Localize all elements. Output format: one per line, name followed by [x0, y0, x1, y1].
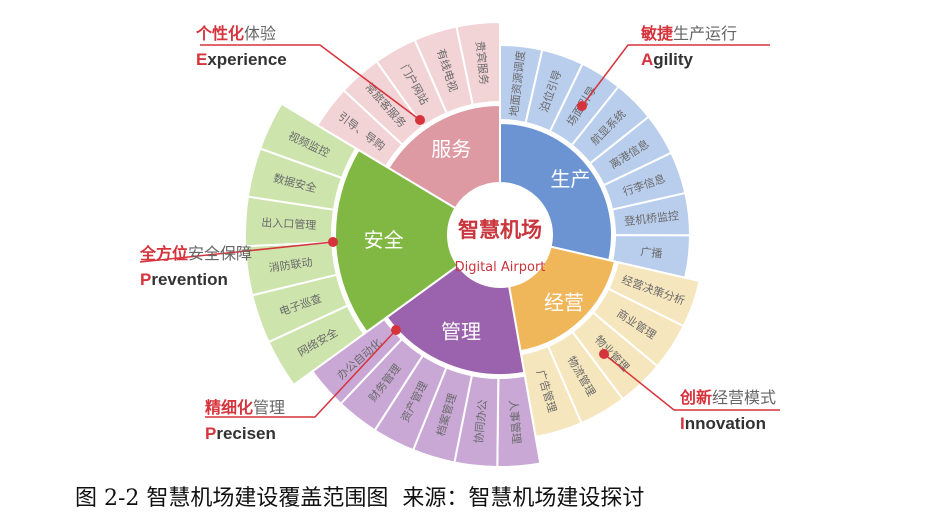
- annotation-dot: [391, 325, 401, 335]
- annotation-en-rest: recisen: [216, 424, 276, 443]
- center-title: 智慧机场: [458, 218, 542, 242]
- annotation-dot: [328, 237, 338, 247]
- annotation-en-first: P: [205, 424, 217, 443]
- center-subtitle: Digital Airport: [455, 260, 546, 275]
- annotation-cn-rest: 安全保障: [188, 244, 253, 263]
- annotation-leader-line: [205, 329, 397, 418]
- segment-item-label: 贵宾服务: [473, 40, 491, 85]
- annotation-leader-line: [139, 241, 334, 263]
- annotation-cn-highlight: 全方位: [140, 244, 189, 263]
- annotation-cn-highlight: 精细化: [205, 398, 254, 417]
- segment-item-label: 消防联动: [268, 255, 314, 275]
- annotation-leader-line: [581, 44, 770, 107]
- annotation-en-rest: revention: [151, 270, 228, 289]
- annotation-leader-line: [603, 353, 780, 411]
- segment-item-label: 协同办公: [471, 399, 490, 444]
- annotation-en-rest: nnovation: [684, 414, 766, 433]
- segment-item-label: 登机桥监控: [623, 208, 679, 228]
- segment-4-core: [334, 148, 460, 334]
- center-hub: [448, 183, 552, 287]
- annotation-cn-rest: 体验: [244, 24, 277, 43]
- annotation-en-first: E: [196, 50, 208, 69]
- segment-label: 服务: [431, 137, 471, 161]
- annotation-dot: [415, 115, 425, 125]
- segment-item-label: 广播: [640, 244, 663, 260]
- segment-item-label: 人事管理: [506, 399, 524, 444]
- segment-item-label: 出入口管理: [261, 215, 317, 232]
- annotation-cn-rest: 管理: [253, 398, 286, 417]
- annotation-en-first: I: [680, 414, 685, 433]
- annotation-agility: 敏捷生产运行 Agility: [641, 20, 737, 70]
- annotation-cn-highlight: 创新: [680, 388, 713, 407]
- annotation-leader-line: [200, 44, 421, 121]
- segment-label: 经营: [544, 290, 584, 314]
- segment-label: 安全: [364, 228, 404, 252]
- annotation-en-first: A: [641, 50, 654, 69]
- annotation-cn-highlight: 个性化: [196, 24, 245, 43]
- figure-caption: 图 2-2 智慧机场建设覆盖范围图 来源：智慧机场建设探讨: [75, 486, 645, 511]
- annotation-dot: [599, 349, 609, 359]
- segment-label: 生产: [550, 167, 590, 191]
- segment-label: 管理: [441, 319, 481, 343]
- annotation-precisen: 精细化管理 Precisen: [205, 394, 285, 444]
- annotation-cn-rest: 生产运行: [673, 24, 738, 43]
- annotation-experience: 个性化体验 Experience: [196, 20, 287, 70]
- annotation-cn-rest: 经营模式: [712, 388, 777, 407]
- annotation-innovation: 创新经营模式 Innovation: [680, 384, 776, 434]
- annotation-dot: [577, 101, 587, 111]
- segment-0-core: [387, 103, 501, 210]
- annotation-cn-highlight: 敏捷: [641, 24, 674, 43]
- annotation-prevention: 全方位安全保障 Prevention: [140, 240, 252, 290]
- annotation-en-rest: xperience: [207, 50, 287, 69]
- segment-item-cell: [258, 102, 358, 180]
- annotation-en-first: P: [140, 270, 152, 289]
- annotation-en-rest: gility: [653, 50, 693, 69]
